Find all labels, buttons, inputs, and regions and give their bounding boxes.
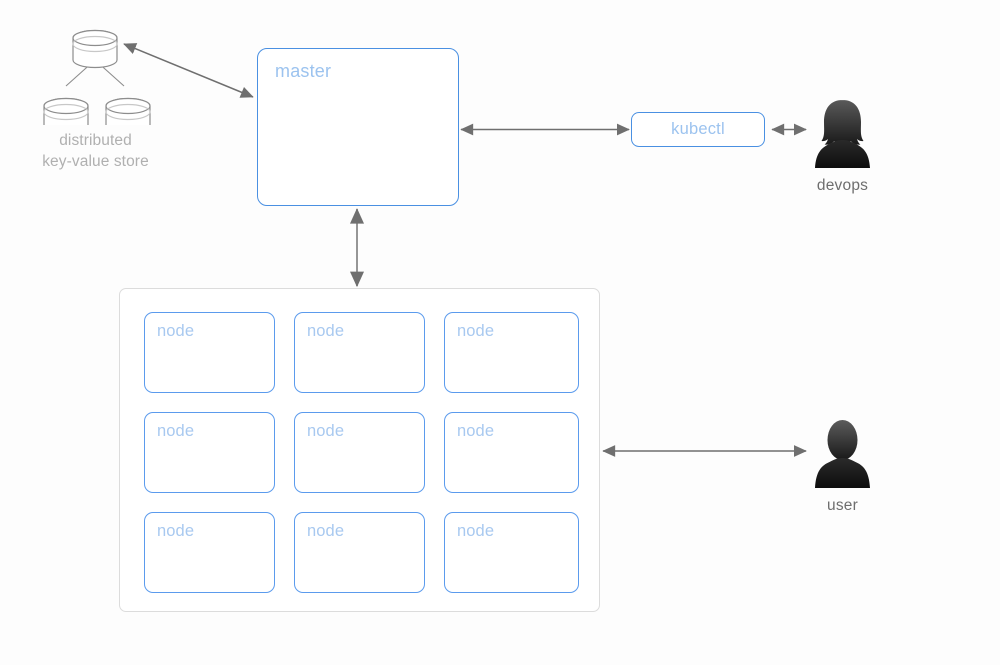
user-actor: user — [785, 416, 900, 515]
node-box[interactable]: node — [444, 412, 579, 493]
node-box[interactable]: node — [294, 312, 425, 393]
node-box[interactable]: node — [444, 512, 579, 593]
node-label: node — [457, 522, 495, 540]
node-label: node — [157, 322, 195, 340]
key-value-store-label: distributed key-value store — [18, 130, 173, 172]
node-box[interactable]: node — [294, 512, 425, 593]
node-box[interactable]: node — [444, 312, 579, 393]
user-label: user — [827, 497, 858, 514]
node-label: node — [307, 422, 345, 440]
devops-actor: devops — [785, 96, 900, 195]
node-label: node — [457, 422, 495, 440]
node-label: node — [157, 422, 195, 440]
kubectl-label: kubectl — [671, 120, 725, 138]
master-label: master — [275, 61, 332, 81]
key-value-store-label-line1: distributed — [59, 132, 132, 149]
node-label: node — [307, 522, 345, 540]
node-label: node — [457, 322, 495, 340]
node-box[interactable]: node — [144, 412, 275, 493]
key-value-store-label-line2: key-value store — [42, 153, 149, 170]
cluster-container: node node node node node node node node … — [119, 288, 600, 612]
person-long-hair-icon — [815, 100, 870, 168]
master-box[interactable]: master — [257, 48, 459, 206]
node-box[interactable]: node — [144, 312, 275, 393]
person-short-hair-icon — [815, 420, 870, 488]
kubectl-box[interactable]: kubectl — [631, 112, 765, 147]
database-cluster-icon — [30, 20, 160, 136]
node-box[interactable]: node — [144, 512, 275, 593]
node-label: node — [307, 322, 345, 340]
node-box[interactable]: node — [294, 412, 425, 493]
node-label: node — [157, 522, 195, 540]
devops-label: devops — [816, 177, 869, 194]
